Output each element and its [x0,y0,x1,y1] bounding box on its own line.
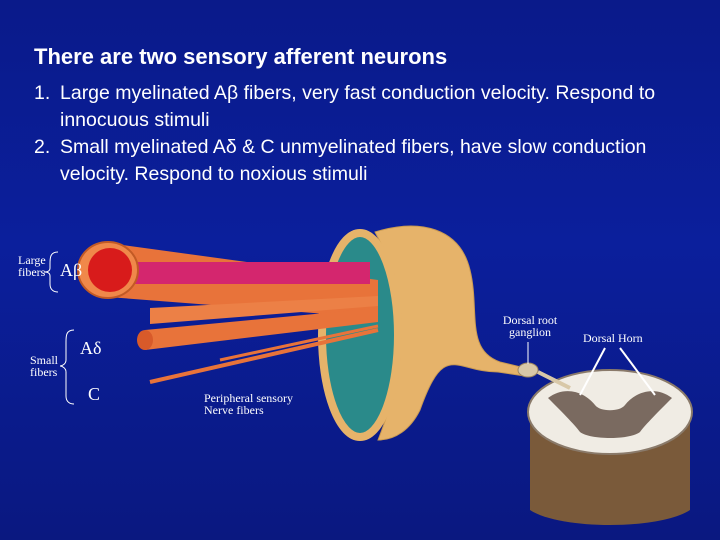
dorsal-root [537,370,571,390]
grey-matter [548,391,672,438]
dorsal-horn-pointer-right [619,347,656,396]
large-fibers-bracket [43,251,59,293]
list-number: 2. [34,136,51,158]
c-label: C [88,384,101,404]
list-number: 1. [34,82,51,104]
bullet-list: 1. Large myelinated Aβ fibers, very fast… [34,80,704,188]
a-beta-axon [120,262,370,284]
dorsal-horn-pointer-left [579,347,606,396]
list-item: 2. Small myelinated Aδ & C unmyelinated … [34,134,704,188]
dorsal-horn-label: Dorsal Horn [583,331,643,345]
a-delta-label: Aδ [80,338,102,358]
list-item: 1. Large myelinated Aβ fibers, very fast… [34,80,704,134]
a-beta-label: Aβ [60,260,83,280]
peripheral-label: Peripheral sensory Nerve fibers [204,391,293,417]
drg-label: Dorsal root ganglion [502,313,558,339]
dorsal-root-ganglion [517,362,539,378]
list-text: Large myelinated Aβ fibers, very fast co… [60,82,656,131]
c-fiber [149,328,379,384]
c-fiber-2 [219,324,379,362]
a-delta-fiber-2 [150,296,378,324]
small-fibers-label: Small fibers [30,353,59,379]
small-fibers-bracket [59,329,75,405]
slide-title: There are two sensory afferent neurons [34,44,448,69]
list-text: Small myelinated Aδ & C unmyelinated fib… [60,136,647,185]
a-delta-fiber [145,308,378,350]
a-beta-axon-face [88,248,132,292]
large-fibers-label: Large fibers [18,253,46,279]
a-delta-cut-face [137,330,153,350]
